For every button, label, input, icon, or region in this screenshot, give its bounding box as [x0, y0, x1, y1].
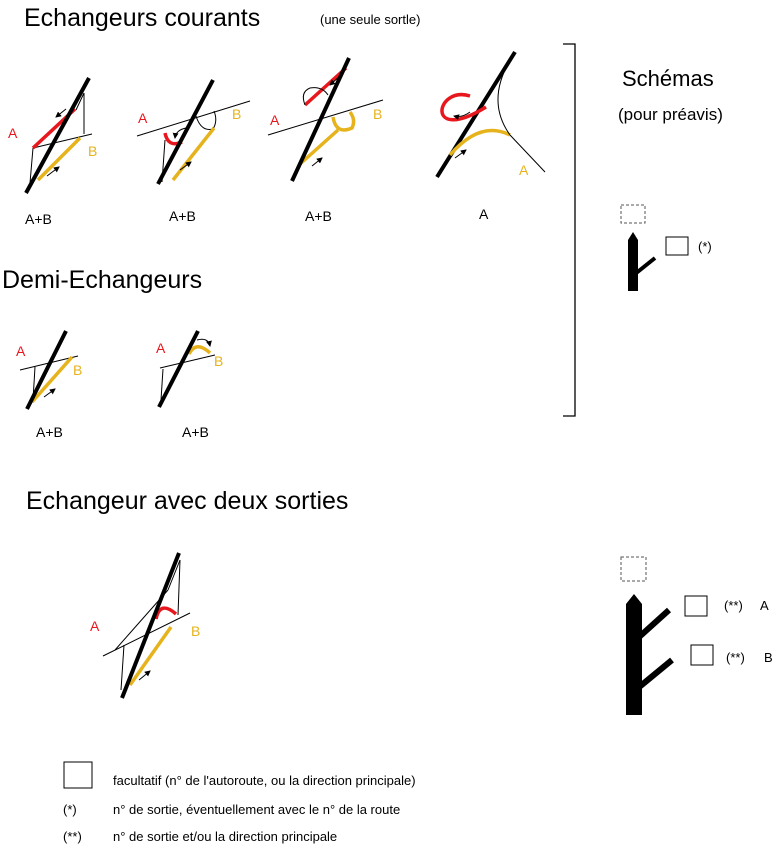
label-b: B [73, 362, 83, 378]
legend-text-1: n° de sortie, éventuellement avec le n° … [113, 802, 401, 817]
label-a: A [16, 343, 26, 359]
label-a: A [8, 125, 18, 141]
legend-text-2: n° de sortie et/ou la direction principa… [113, 829, 338, 844]
label-ab: A+B [305, 208, 332, 224]
label-a: A [90, 618, 100, 634]
label-ab: A+B [36, 424, 63, 440]
label-b: B [88, 143, 98, 159]
legend-symbol-1: (*) [63, 802, 77, 817]
interchange-diagram-1 [24, 77, 93, 194]
legend-text-0: facultatif (n° de l'autoroute, ou la dir… [113, 773, 416, 788]
interchange-diagram-2 [136, 79, 251, 185]
marker-label-b: B [764, 650, 773, 665]
main-road-icon [626, 594, 642, 715]
label-ab: A+B [182, 424, 209, 440]
label-b: B [232, 106, 242, 122]
label-ab: A+B [169, 208, 196, 224]
optional-box-icon [620, 556, 647, 582]
two-exit-interchange-diagram [102, 552, 191, 699]
interchange-diagram-3 [267, 57, 384, 182]
marker-double: (**) [726, 650, 745, 665]
exit-box-icon [665, 236, 689, 256]
label-a-caption: A [479, 206, 489, 222]
optional-box-icon [620, 204, 646, 224]
bracket [563, 43, 576, 417]
label-a: A [156, 340, 166, 356]
half-interchange-diagram-1 [19, 330, 79, 410]
legend-symbol-2: (**) [63, 829, 82, 844]
label-a: A [138, 110, 148, 126]
label-b: B [373, 106, 383, 122]
main-road-icon [628, 232, 638, 291]
exit-box-icon [690, 644, 714, 666]
marker-double: (**) [724, 598, 743, 613]
half-interchange-diagram-2 [157, 330, 216, 408]
label-a: A [519, 162, 529, 178]
label-b: B [191, 623, 201, 639]
schemas-subtitle: (pour préavis) [618, 105, 723, 124]
label-a: A [270, 112, 280, 128]
schemas-title: Schémas [622, 66, 714, 91]
legend-box-icon [63, 761, 93, 789]
advance-sign-schema-single [620, 204, 689, 291]
label-b: B [214, 353, 224, 369]
label-ab: A+B [25, 211, 52, 227]
interchange-diagram-4 [435, 50, 546, 179]
marker-single: (*) [698, 239, 712, 254]
advance-sign-schema-double [620, 556, 714, 715]
exit-box-icon [684, 595, 708, 617]
section-title-current: Echangeurs courants [24, 4, 261, 32]
section-title-half: Demi-Echangeurs [2, 266, 203, 294]
marker-label-a: A [760, 598, 769, 613]
section-note-current: (une seule sortle) [320, 12, 421, 27]
section-title-two-exits: Echangeur avec deux sorties [26, 487, 349, 515]
